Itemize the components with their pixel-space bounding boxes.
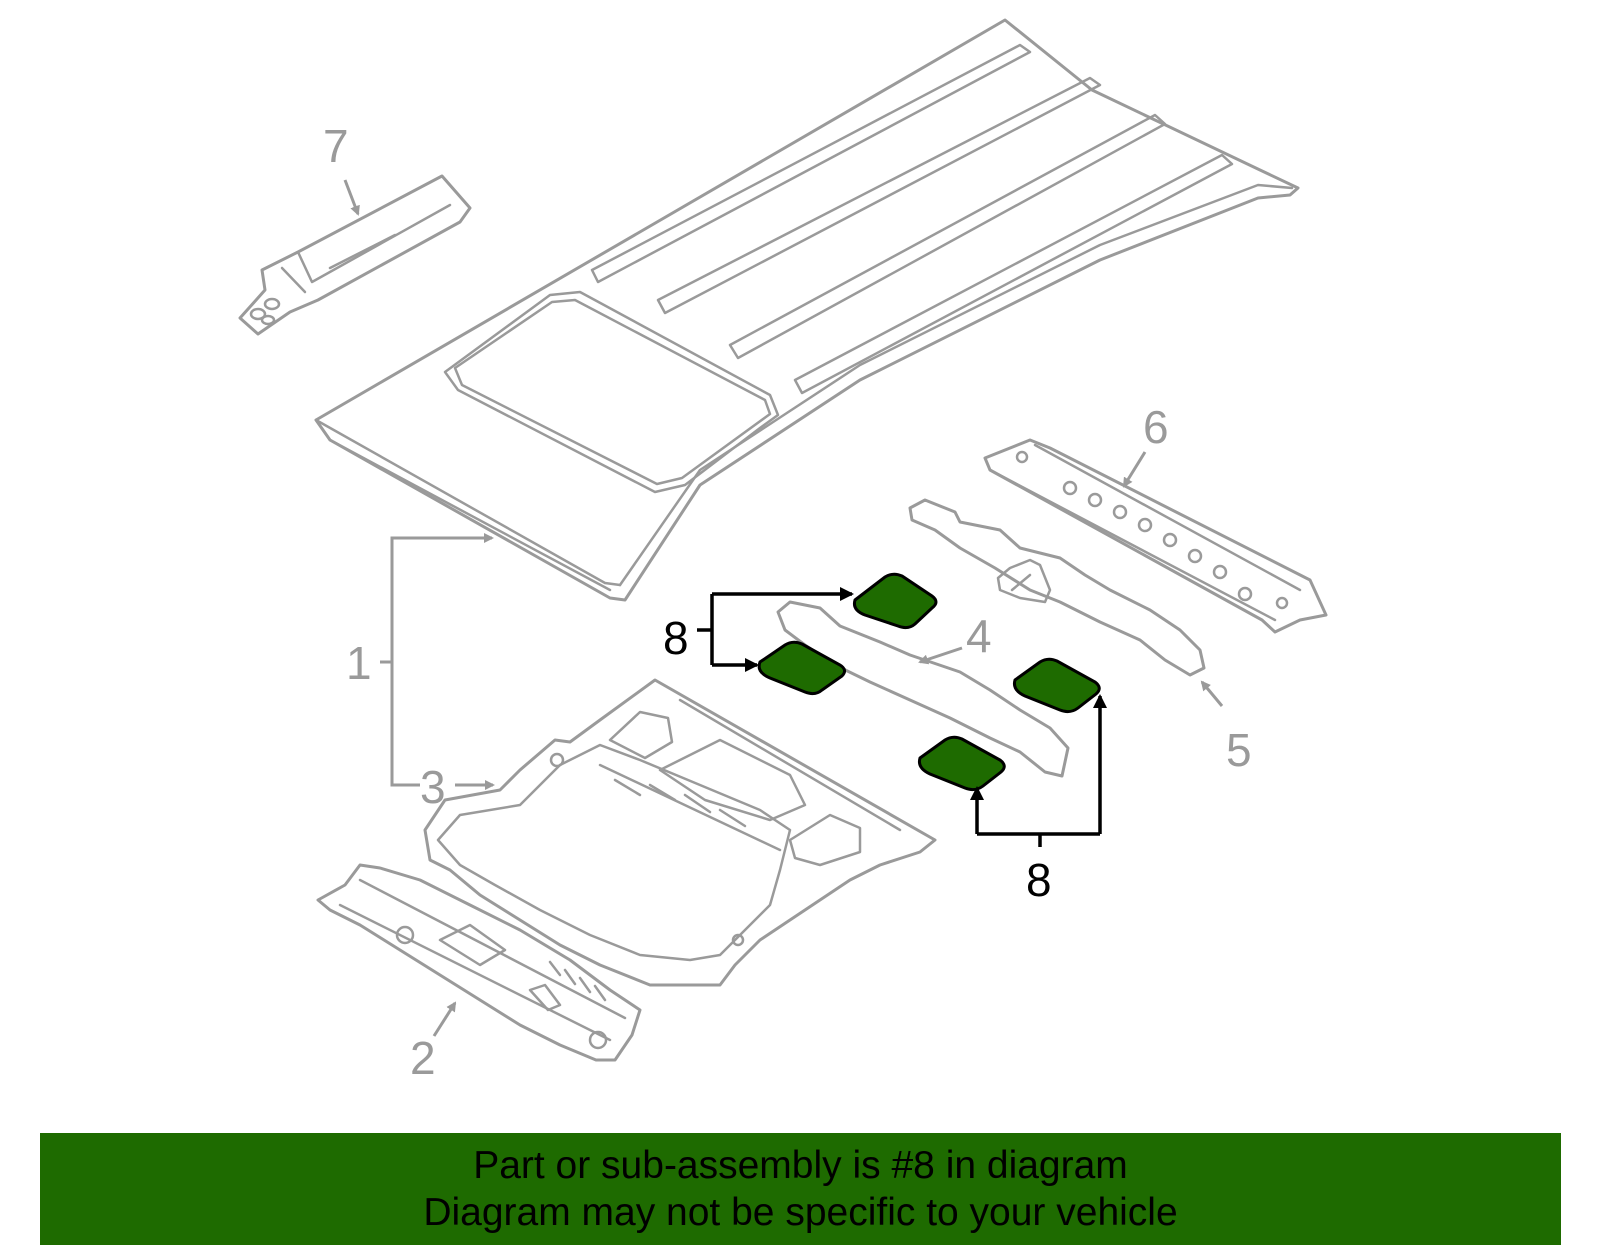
gray-leaders [343, 179, 1224, 1037]
part-8-pad-2 [757, 640, 847, 696]
roof-parts-diagram: 7 6 5 4 1 3 2 8 8 [238, 18, 1328, 1084]
part-5-roof-bow [908, 498, 1206, 677]
callout-7: 7 [323, 120, 349, 172]
callout-1: 1 [346, 637, 372, 689]
callout-3: 3 [420, 761, 446, 813]
callout-6: 6 [1143, 401, 1169, 453]
banner-line-2: Diagram may not be specific to your vehi… [423, 1191, 1178, 1234]
banner-line-1: Part or sub-assembly is #8 in diagram [473, 1144, 1128, 1187]
part-4-roof-bow [776, 600, 1070, 778]
callout-5: 5 [1226, 724, 1252, 776]
callout-8-upper: 8 [663, 612, 689, 664]
part-3-inner-panel [423, 678, 937, 987]
part-8-pads [757, 572, 1101, 792]
part-1-roof-panel [314, 18, 1300, 602]
part-2-front-header [316, 863, 642, 1062]
callout-8-lower: 8 [1026, 854, 1052, 906]
part-8-leaders [697, 587, 1107, 847]
callout-2: 2 [410, 1032, 436, 1084]
part-8-pad-4 [918, 735, 1006, 792]
part-7-front-bow [238, 174, 472, 336]
part-8-pad-1 [853, 572, 938, 630]
callout-4: 4 [966, 610, 992, 662]
part-6-rear-header [983, 438, 1328, 634]
part-8-pad-3 [1013, 657, 1101, 714]
info-banner: Part or sub-assembly is #8 in diagram Di… [40, 1133, 1561, 1245]
